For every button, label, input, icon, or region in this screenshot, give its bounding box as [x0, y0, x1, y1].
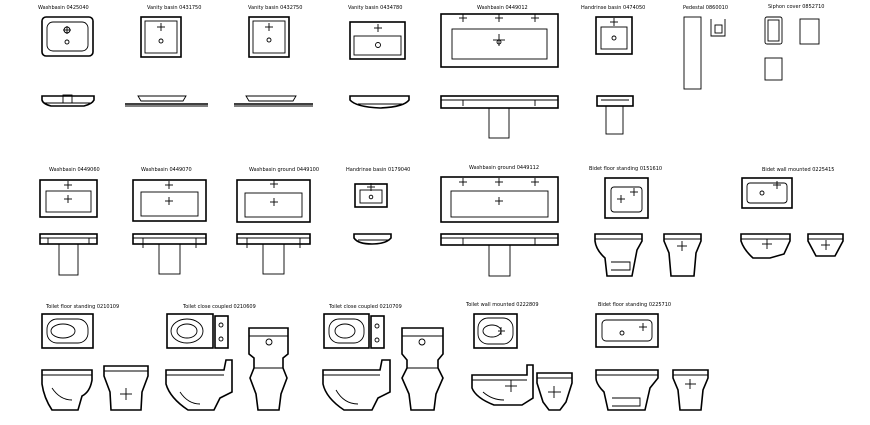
- bidet-wall-mounted-0225415-side-view: [740, 233, 791, 259]
- toilet-close-coupled-0210609-front-view: [248, 327, 289, 411]
- siphon-cover-0852710-plan: [764, 16, 820, 81]
- washbasin-0449070-front-view: [132, 233, 207, 275]
- label-washbasin-0449060: Washbasin 0449060: [49, 167, 100, 173]
- bidet-floor-standing-0225710-side-view: [595, 369, 659, 411]
- toilet-wall-mounted-0222809-plan: [473, 313, 518, 349]
- vanity-basin-0434780-front-view: [349, 95, 410, 109]
- handrinse-basin-0474050-plan: [595, 16, 633, 55]
- vanity-basin-0434780-plan: [349, 21, 406, 60]
- bidet-wall-mounted-0225415-front-view: [807, 233, 844, 257]
- bidet-wall-mounted-0225415-plan: [741, 177, 793, 209]
- label-toilet-floor-standing-0210109: Toilet floor standing 0210109: [45, 304, 119, 310]
- washbasin-ground-0449100-front-view: [236, 233, 311, 275]
- label-washbasin-0449012: Washbasin 0449012: [477, 5, 528, 11]
- pedestal-0860010-plan: [683, 16, 726, 90]
- bidet-floor-standing-0225710-front-view: [672, 369, 709, 411]
- toilet-floor-standing-0210109-plan: [41, 313, 94, 349]
- vanity-basin-0432750-plan: [248, 16, 290, 58]
- bidet-floor-standing-0151610-plan: [604, 177, 649, 219]
- label-pedestal-0860010: Pedestal 0860010: [683, 5, 728, 11]
- label-siphon-cover-0852710: Siphon cover 0852710: [768, 4, 824, 10]
- label-washbasin-0449070: Washbasin 0449070: [141, 167, 192, 173]
- label-bidet-floor-standing-0151610: Bidet floor standing 0151610: [589, 166, 662, 172]
- toilet-close-coupled-0210709-plan: [323, 313, 385, 349]
- toilet-wall-mounted-0222809-front-view: [536, 372, 573, 411]
- handrinse-basin-0474050-front-view: [596, 95, 634, 135]
- vanity-basin-0432750-front-view: [234, 95, 313, 107]
- toilet-close-coupled-0210709-front-view: [401, 327, 444, 411]
- label-handrinse-basin-0474050: Handrinse basin 0474050: [581, 5, 645, 11]
- label-handrinse-basin-0179040: Handrinse basin 0179040: [346, 167, 410, 173]
- label-bidet-floor-standing-0225710: Bidet floor standing 0225710: [598, 302, 671, 308]
- label-vanity-basin-0432750: Vanity basin 0432750: [248, 5, 302, 11]
- washbasin-0449012-front-view: [440, 95, 559, 139]
- toilet-floor-standing-0210109-front-view: [103, 365, 149, 411]
- washbasin-ground-0449112-plan: [440, 176, 559, 223]
- washbasin-0449060-plan: [39, 179, 98, 218]
- handrinse-basin-0179040-plan: [354, 183, 388, 208]
- toilet-floor-standing-0210109-side-view: [41, 369, 93, 411]
- handrinse-basin-0179040-front-view: [353, 233, 392, 245]
- toilet-wall-mounted-0222809-side-view: [471, 364, 534, 406]
- vanity-basin-0431750-front-view: [125, 95, 208, 107]
- toilet-close-coupled-0210609-side-view: [165, 359, 233, 411]
- label-toilet-close-coupled-0210609: Toilet close coupled 0210609: [182, 304, 256, 310]
- washbasin-ground-0449112-front-view: [440, 233, 559, 277]
- vanity-basin-0431750-plan: [140, 16, 182, 58]
- label-washbasin-ground-0449100: Washbasin ground 0449100: [249, 167, 319, 173]
- bidet-floor-standing-0151610-front-view: [663, 233, 702, 277]
- bidet-floor-standing-0225710-plan: [595, 313, 659, 348]
- washbasin-0449012-plan: [440, 13, 559, 68]
- washbasin-ground-0449100-plan: [236, 179, 311, 223]
- washbasin-0449060-front-view: [39, 233, 98, 276]
- label-toilet-wall-mounted-0222809: Toilet wall mounted 0222809: [465, 302, 539, 308]
- bidet-floor-standing-0151610-side-view: [594, 233, 643, 277]
- label-vanity-basin-0431750: Vanity basin 0431750: [147, 5, 201, 11]
- label-washbasin-0425040: Washbasin 0425040: [38, 5, 89, 11]
- label-washbasin-ground-0449112: Washbasin ground 0449112: [469, 165, 539, 171]
- washbasin-0425040-front-view: [41, 94, 95, 107]
- washbasin-0449070-plan: [132, 179, 207, 222]
- toilet-close-coupled-0210709-side-view: [322, 359, 391, 411]
- toilet-close-coupled-0210609-plan: [166, 313, 229, 349]
- label-toilet-close-coupled-0210709: Toilet close coupled 0210709: [328, 304, 402, 310]
- label-vanity-basin-0434780: Vanity basin 0434780: [348, 5, 402, 11]
- label-bidet-wall-mounted-0225415: Bidet wall mounted 0225415: [762, 167, 834, 173]
- washbasin-0425040-plan: [41, 16, 94, 57]
